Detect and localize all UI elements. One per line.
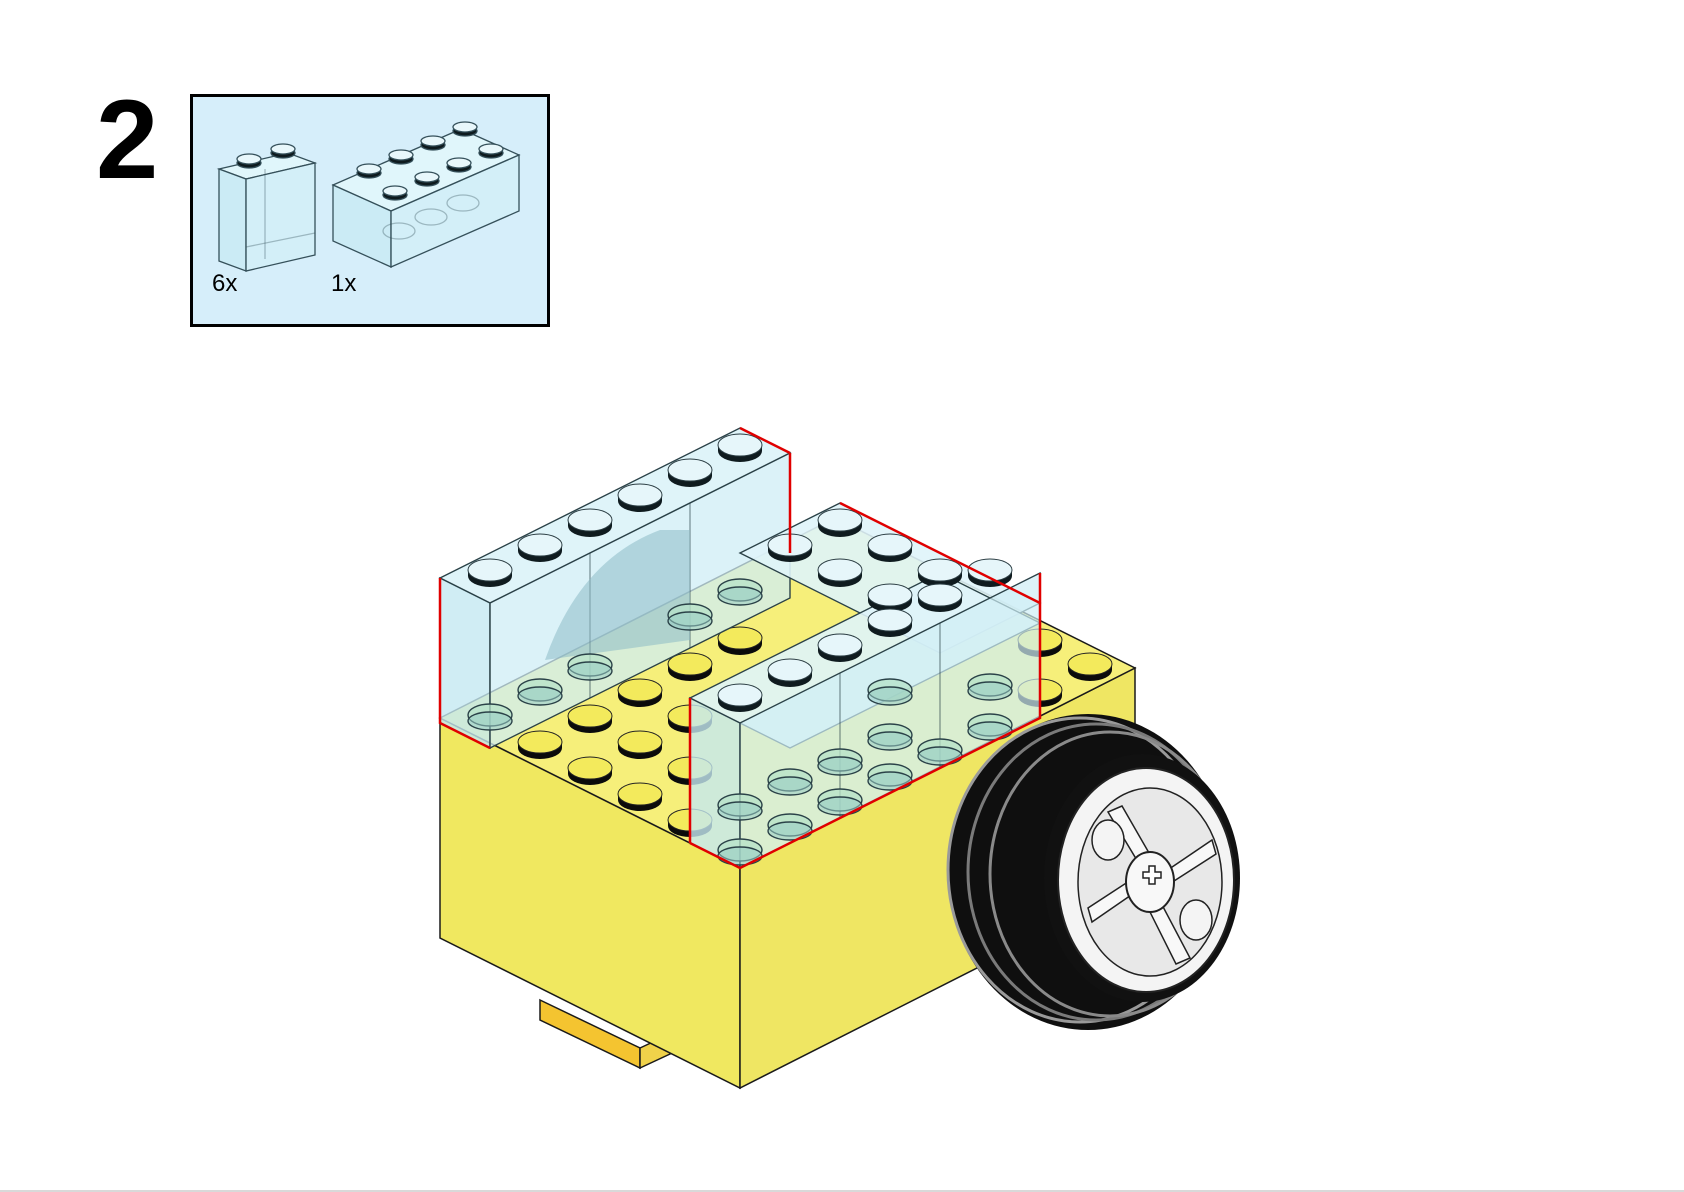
parts-list-callout bbox=[190, 94, 550, 327]
part-quantity: 1x bbox=[331, 270, 357, 297]
part-quantity: 6x bbox=[212, 270, 238, 297]
brick-2x4-trans-clear-icon bbox=[331, 121, 521, 269]
wheel-with-tire bbox=[946, 714, 1240, 1030]
parts-list-drawing bbox=[216, 121, 521, 272]
page-bottom-rule bbox=[0, 1190, 1684, 1192]
new-parts-highlight-outline bbox=[438, 426, 1042, 870]
brick-1x2-trans-clear-icon bbox=[216, 143, 318, 272]
step-number: 2 bbox=[96, 77, 159, 202]
